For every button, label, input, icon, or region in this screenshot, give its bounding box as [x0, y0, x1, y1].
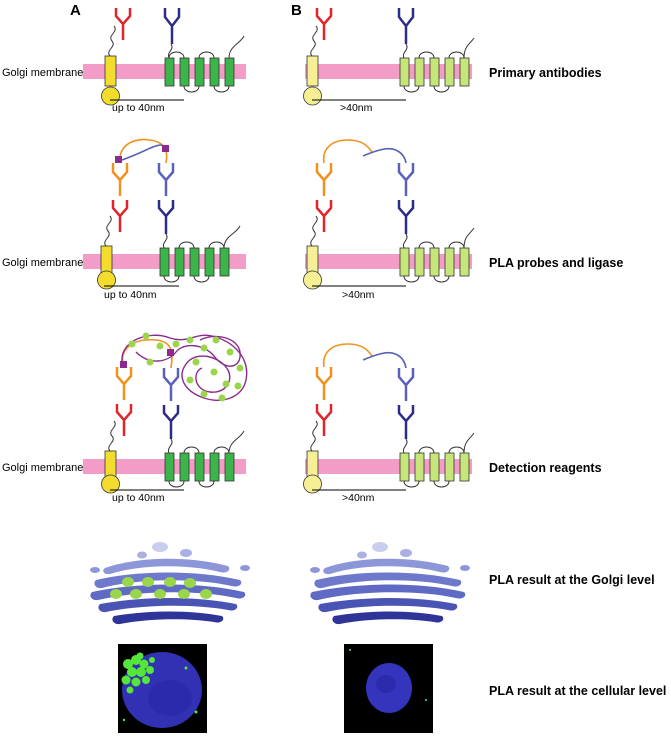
micrograph-b — [344, 644, 433, 733]
oligo-blue — [121, 144, 167, 161]
step-label: PLA result at the Golgi level — [489, 573, 655, 587]
protein-a-anchor — [303, 420, 322, 494]
golgi-membrane — [83, 459, 246, 474]
distance-label-far: >40nm — [340, 102, 373, 114]
primary-antibody-navy — [397, 8, 415, 44]
primary-antibody-navy — [163, 8, 181, 44]
golgi-membrane — [83, 64, 246, 79]
primary-antibody-red — [315, 404, 333, 436]
protein-a-anchor — [97, 215, 116, 290]
pla-probe-orange — [111, 163, 129, 196]
pla-probe-blue — [397, 368, 415, 401]
distance-label-far: >40nm — [342, 289, 375, 301]
row-detection-reagents: Golgi membrane — [2, 332, 602, 504]
oligo-blue — [362, 147, 407, 164]
distance-label-close: up to 40nm — [112, 102, 165, 114]
pla-probe-blue — [162, 368, 180, 401]
oligo-orange — [322, 139, 373, 164]
column-b-label: B — [291, 2, 302, 19]
protein-b-transmembrane — [164, 430, 245, 488]
protein-b-transmembrane — [399, 37, 475, 93]
row-golgi-level: PLA result at the Golgi level — [90, 542, 655, 625]
primary-antibody-red — [114, 8, 132, 40]
rca-product — [120, 332, 248, 402]
row-cellular-level: PLA result at the cellular level — [118, 644, 666, 733]
primary-antibody-red — [315, 200, 333, 232]
primary-antibody-navy — [397, 405, 415, 439]
protein-a-anchor — [303, 215, 322, 290]
primary-antibody-navy — [397, 200, 415, 234]
primary-antibody-red — [315, 8, 333, 40]
step-label: PLA result at the cellular level — [489, 684, 666, 698]
membrane-label: Golgi membrane — [2, 257, 83, 269]
primary-antibody-red — [115, 404, 133, 436]
primary-antibody-navy — [162, 405, 180, 439]
primary-antibody-navy — [157, 200, 175, 234]
membrane-label: Golgi membrane — [2, 462, 83, 474]
row-pla-probes: Golgi membrane — [2, 138, 623, 301]
golgi-pla-signals — [110, 577, 212, 599]
step-label: PLA probes and ligase — [489, 256, 623, 270]
ligation-site — [115, 156, 122, 163]
distance-label-far: >40nm — [342, 492, 375, 504]
protein-b-transmembrane — [399, 432, 475, 488]
membrane-label: Golgi membrane — [2, 67, 83, 79]
pla-probe-blue — [157, 163, 175, 196]
protein-b-transmembrane — [159, 225, 241, 283]
protein-a-anchor — [101, 420, 120, 494]
pla-probe-blue — [397, 163, 415, 196]
golgi-stack-b — [310, 542, 470, 625]
ligation-site — [162, 145, 169, 152]
pla-probe-orange — [315, 163, 333, 196]
step-label: Detection reagents — [489, 461, 602, 475]
pla-probe-orange — [315, 367, 333, 400]
oligo-orange — [119, 138, 168, 164]
micrograph-a — [118, 644, 207, 733]
golgi-stack-a — [90, 542, 250, 625]
distance-label-close: up to 40nm — [112, 492, 165, 504]
pla-probe-orange — [115, 367, 133, 400]
oligo-blue — [362, 352, 407, 369]
step-label: Primary antibodies — [489, 66, 602, 80]
primary-antibody-red — [111, 200, 129, 232]
distance-label-close: up to 40nm — [104, 289, 157, 301]
oligo-orange — [322, 343, 373, 368]
protein-b-transmembrane — [399, 227, 475, 283]
protein-b-transmembrane — [164, 35, 245, 93]
column-a-label: A — [70, 2, 81, 19]
row-primary-antibodies: Golgi membrane up to 40nm — [2, 8, 602, 114]
